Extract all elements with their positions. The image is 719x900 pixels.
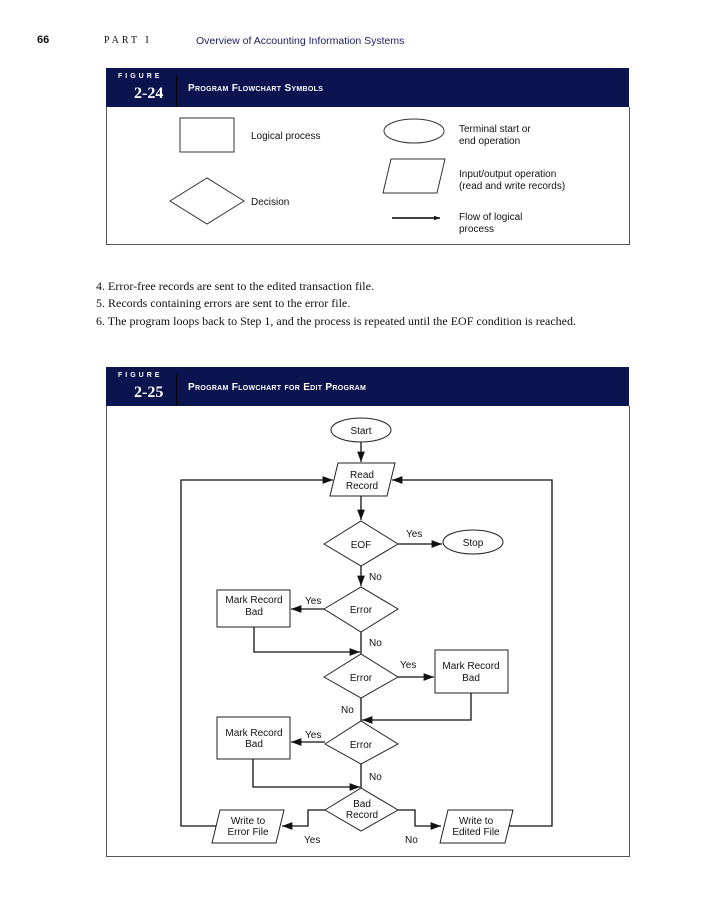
symbol-label: end operation <box>459 136 520 147</box>
node-label: Error <box>350 605 373 616</box>
step-6: 6. The program loops back to Step 1, and… <box>96 314 576 329</box>
node-label: Record <box>346 481 378 492</box>
node-label: Edited File <box>452 827 500 838</box>
edge-label: No <box>369 572 382 583</box>
symbol-label: Terminal start or <box>459 124 531 135</box>
edge-label: Yes <box>400 660 416 671</box>
divider <box>176 75 177 107</box>
node-label: Bad <box>245 739 263 750</box>
rectangle-symbol <box>179 117 235 153</box>
flow-arrow <box>398 809 441 830</box>
node-label: Bad <box>245 607 263 618</box>
edge-label: Yes <box>305 596 321 607</box>
step-number: 4. <box>96 279 105 293</box>
edge-label: No <box>369 772 382 783</box>
edge-label: Yes <box>305 730 321 741</box>
write-edited-file-node <box>439 809 514 844</box>
symbol-label: Input/output operation <box>459 169 556 180</box>
symbol-label: Logical process <box>251 131 320 142</box>
error-decision-3 <box>324 720 399 765</box>
step-number: 5. <box>96 296 105 310</box>
part-label: PART I <box>104 35 152 46</box>
figure-2-24-body <box>106 107 630 245</box>
node-label: Read <box>350 470 374 481</box>
divider <box>176 374 177 406</box>
edge-label: No <box>405 835 418 846</box>
figure-2-24-header: FIGURE 2-24 Program Flowchart Symbols <box>106 68 629 107</box>
error-decision-1 <box>323 586 399 633</box>
figure-number: 2-25 <box>134 384 164 401</box>
parallelogram-symbol <box>382 158 446 194</box>
figure-label: FIGURE <box>118 372 163 379</box>
edge-label: No <box>341 705 354 716</box>
node-label: Mark Record <box>225 728 282 739</box>
flow-arrow <box>252 759 360 791</box>
node-label: Start <box>350 426 371 437</box>
figure-2-25-body <box>106 406 630 857</box>
running-title: Overview of Accounting Information Syste… <box>196 35 405 47</box>
step-5: 5. Records containing errors are sent to… <box>96 296 350 311</box>
symbol-label: process <box>459 224 494 235</box>
figure-title: Program Flowchart for Edit Program <box>188 382 367 393</box>
step-text: The program loops back to Step 1, and th… <box>107 314 577 328</box>
symbol-label: (read and write records) <box>459 181 565 192</box>
node-label: Error <box>350 740 373 751</box>
node-label: Record <box>346 810 378 821</box>
node-label: Mark Record <box>442 661 499 672</box>
figure-label: FIGURE <box>118 73 163 80</box>
symbol-label: Decision <box>251 197 289 208</box>
node-label: Mark Record <box>225 595 282 606</box>
loop-arrow-right <box>392 476 553 827</box>
loop-arrow-left <box>180 476 333 827</box>
write-error-file-node <box>211 809 285 844</box>
flow-arrow <box>282 809 325 830</box>
node-label: Error File <box>227 827 269 838</box>
figure-title: Program Flowchart Symbols <box>188 83 324 94</box>
step-number: 6. <box>96 314 105 328</box>
page-number: 66 <box>37 34 50 46</box>
edge-label: No <box>369 638 382 649</box>
node-label: Write to <box>231 816 266 827</box>
ellipse-symbol <box>383 118 445 144</box>
edge-label: Yes <box>304 835 320 846</box>
stop-node <box>442 529 504 555</box>
edge-label: Yes <box>406 529 422 540</box>
node-label: Stop <box>463 538 484 549</box>
step-text: Error-free records are sent to the edite… <box>108 279 374 293</box>
node-label: Write to <box>459 816 494 827</box>
node-label: Error <box>350 673 373 684</box>
node-label: Bad <box>353 799 371 810</box>
step-text: Records containing errors are sent to th… <box>108 296 351 310</box>
node-label: EOF <box>351 540 372 551</box>
figure-2-25-header: FIGURE 2-25 Program Flowchart for Edit P… <box>106 367 629 406</box>
node-label: Bad <box>462 673 480 684</box>
diamond-symbol <box>169 177 245 225</box>
flow-arrow <box>253 627 360 656</box>
flow-arrow <box>362 693 472 724</box>
read-record-node <box>329 462 396 497</box>
symbol-label: Flow of logical <box>459 212 522 223</box>
step-4: 4. Error-free records are sent to the ed… <box>96 279 374 294</box>
figure-number: 2-24 <box>134 85 164 102</box>
